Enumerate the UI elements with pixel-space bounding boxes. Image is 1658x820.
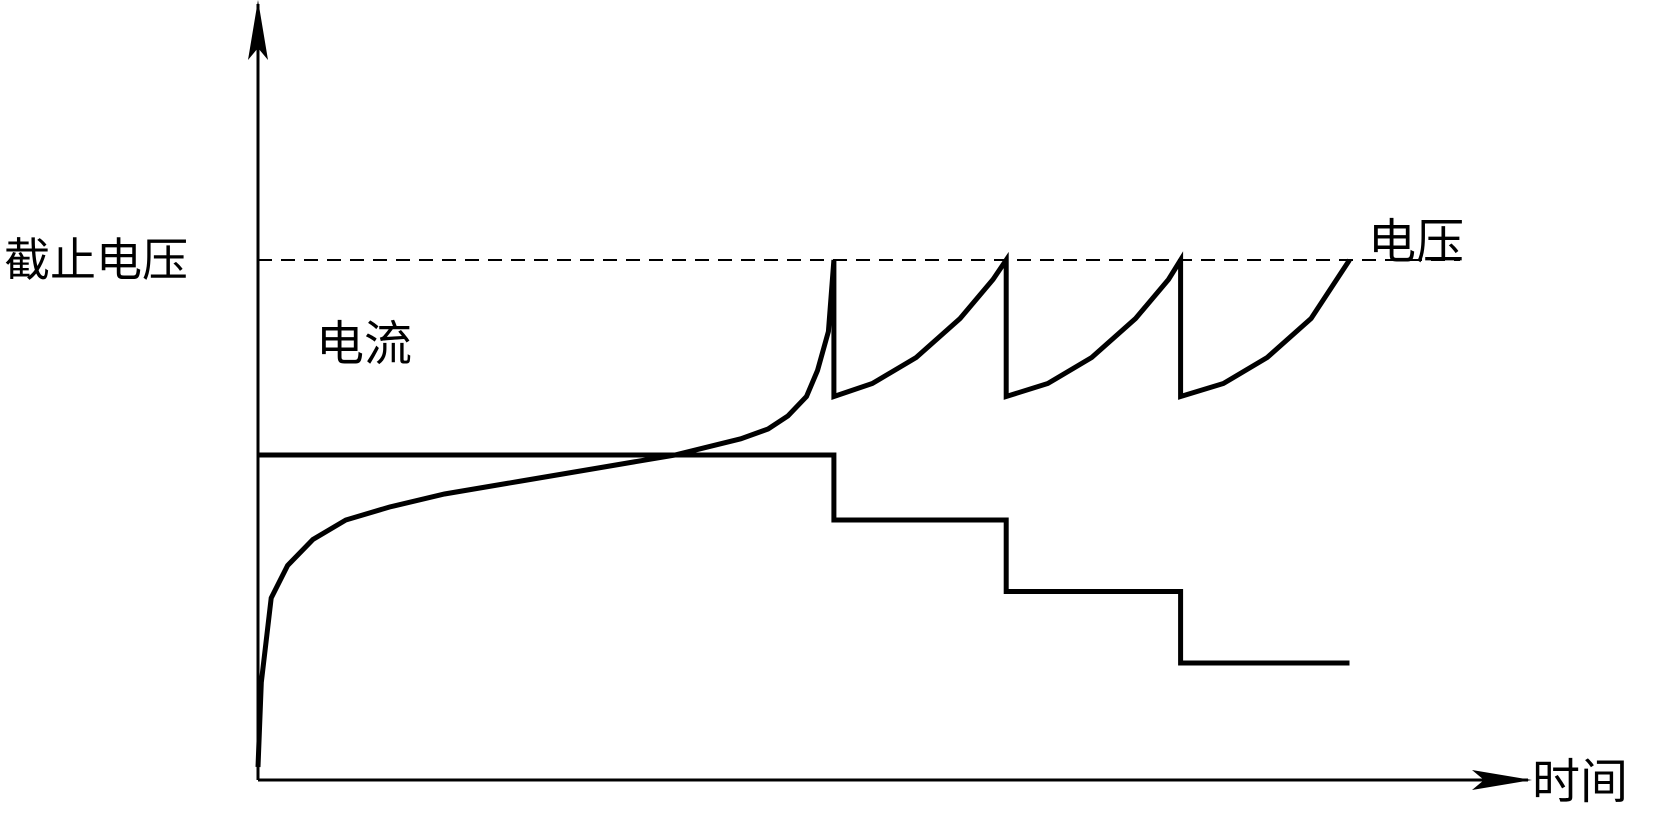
series-label-current: 电流	[316, 316, 412, 372]
series-group	[255, 251, 1352, 768]
reference-line-label: 截止电压	[4, 233, 188, 287]
x-axis-label: 时间	[1532, 754, 1628, 810]
series-line-voltage	[255, 251, 1352, 768]
series-line-current	[258, 452, 1350, 666]
series-label-voltage: 电压	[1368, 214, 1464, 270]
reference-lines: 截止电压	[4, 233, 1460, 287]
